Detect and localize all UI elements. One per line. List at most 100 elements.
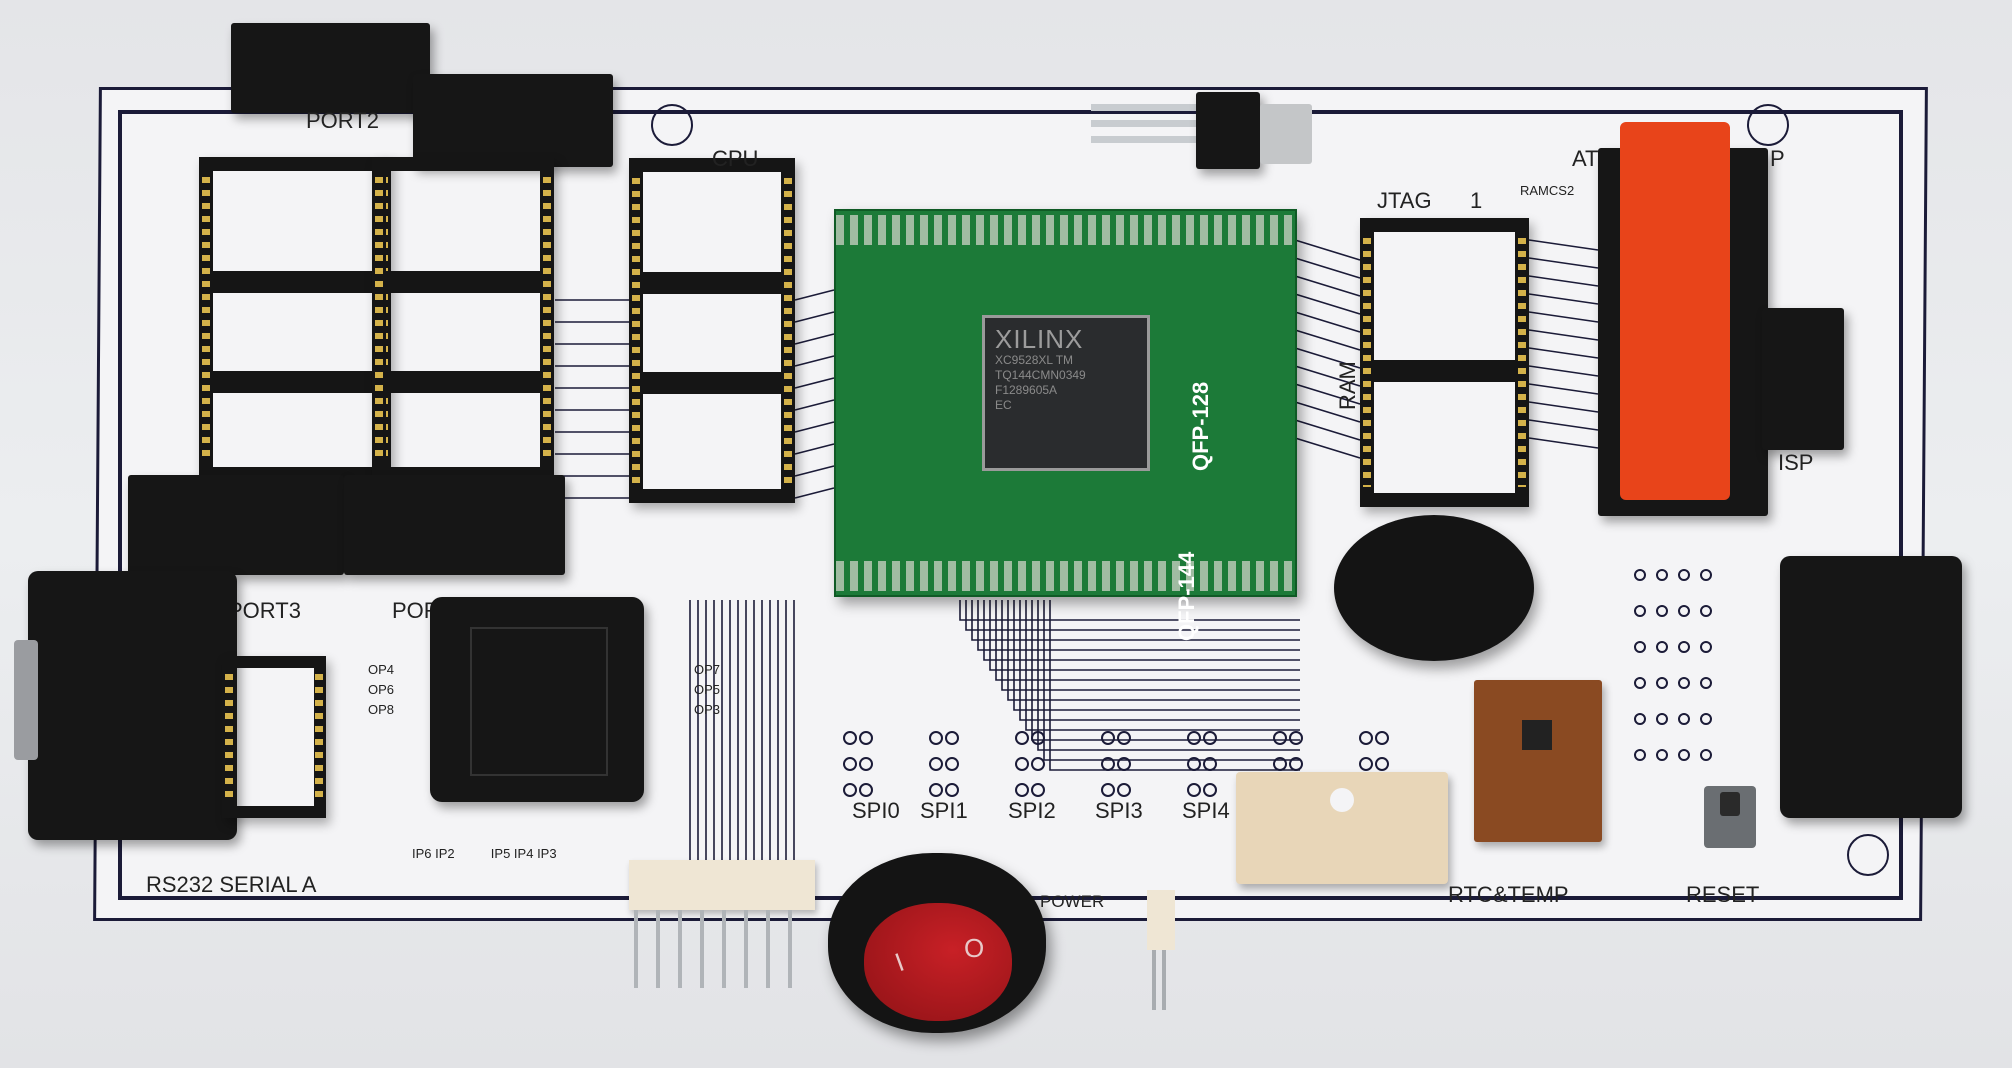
op3-label: OP3 [694, 702, 721, 717]
spi-pad [1273, 731, 1287, 745]
trace-bus [1019, 600, 1300, 721]
trace-zif [1528, 365, 1599, 377]
rocker-switch-button[interactable]: I O [864, 903, 1012, 1021]
pad [1656, 641, 1668, 653]
pin-header-pins [634, 910, 810, 988]
trace-zif [1528, 275, 1599, 287]
trace-ram [1294, 275, 1361, 297]
spi4-label: SPI4 [1182, 798, 1230, 823]
pin-header-8way [629, 860, 815, 910]
trace-zif [1528, 347, 1599, 359]
spi-pad [1375, 757, 1389, 771]
spi-pad [1031, 731, 1045, 745]
spi-pad [945, 783, 959, 797]
pad [1656, 749, 1668, 761]
db9-connector-right [1780, 556, 1962, 818]
pad [1656, 713, 1668, 725]
spi-pad [1015, 731, 1029, 745]
trace-bus [995, 600, 1300, 681]
trace-adapter [794, 355, 835, 367]
voltage-regulator [1196, 92, 1260, 169]
ip2-label: IP2 [435, 846, 455, 861]
op4-label: OP4 [368, 662, 395, 677]
trace-adapter [794, 421, 835, 433]
qfp128-label: QFP-128 [1188, 381, 1213, 471]
pad [1634, 605, 1646, 617]
dip40-socket-1 [199, 157, 391, 481]
ram-label: RAM [1335, 361, 1360, 410]
trace-zif [1528, 257, 1599, 269]
regulator-leads [1091, 104, 1196, 150]
pad [1678, 749, 1690, 761]
trace-ram [1294, 437, 1361, 459]
spi-pad [1187, 757, 1201, 771]
op8-label: OP8 [368, 702, 395, 717]
port3-header-connector [128, 475, 344, 575]
zif-socket-lever [1620, 122, 1730, 500]
mounting-hole-mark [651, 104, 693, 146]
spi-pad [1203, 731, 1217, 745]
trace-bus [971, 600, 1300, 641]
power-label: POWER [1040, 892, 1105, 911]
zif-left-label: AT [1572, 146, 1599, 171]
pad [1678, 569, 1690, 581]
trace-bus [1001, 600, 1300, 691]
pad [1634, 569, 1646, 581]
ip3-label: IP3 [537, 846, 557, 861]
trace-zif [1528, 419, 1599, 431]
ip5-label: IP5 [490, 846, 511, 861]
trace-zif [1528, 401, 1599, 413]
reset-label: RESET [1686, 882, 1760, 907]
pad [1634, 677, 1646, 689]
pad [1678, 713, 1690, 725]
spi-pad [1117, 783, 1131, 797]
spi-pad [1031, 757, 1045, 771]
spi-pad [1203, 783, 1217, 797]
spi-pad [1203, 757, 1217, 771]
chip-marking-4: EC [995, 398, 1012, 412]
spi-pad [859, 731, 873, 745]
xilinx-logo: XILINX [995, 324, 1084, 354]
trace-ram [1294, 401, 1361, 423]
op7-label: OP7 [694, 662, 721, 677]
pad [1678, 677, 1690, 689]
spi-pad [1359, 731, 1373, 745]
spi-pad [859, 783, 873, 797]
pad [1656, 569, 1668, 581]
pad [1678, 641, 1690, 653]
jtag-pin1-label: 1 [1470, 188, 1483, 213]
spi-pad [1015, 783, 1029, 797]
trace-adapter [794, 289, 835, 301]
pad [1656, 605, 1668, 617]
spi-pad [945, 757, 959, 771]
trace-adapter [794, 311, 835, 323]
rocker-switch-bezel[interactable]: I O [828, 853, 1046, 1033]
trace-ram [1294, 383, 1361, 405]
trace-ram [1294, 257, 1361, 279]
trace-zif [1528, 437, 1599, 449]
op-right-labels: OP7 OP5 OP3 [694, 660, 720, 720]
spi-pad [843, 783, 857, 797]
spi-pad [1117, 757, 1131, 771]
spi-pad [929, 757, 943, 771]
pad [1634, 713, 1646, 725]
trace-ram [1294, 365, 1361, 387]
spi-pad [859, 757, 873, 771]
db9-left-shell [14, 640, 38, 760]
spi1-label: SPI1 [920, 798, 968, 823]
pad [1700, 641, 1712, 653]
spi3-label: SPI3 [1095, 798, 1143, 823]
coin-cell-battery-holder [1334, 515, 1534, 661]
spi-pad [1289, 757, 1303, 771]
spi-pad [1273, 757, 1287, 771]
trace-bus [983, 600, 1300, 661]
trace-ram [1294, 311, 1361, 333]
chip-marking-2: TQ144CMN0349 [995, 368, 1086, 382]
pad [1700, 569, 1712, 581]
spi-pad [1187, 731, 1201, 745]
soic-to-dip-adapter [1474, 680, 1602, 842]
trace-bus [1049, 600, 1300, 771]
reset-pushbutton[interactable] [1704, 786, 1756, 848]
pad [1700, 749, 1712, 761]
